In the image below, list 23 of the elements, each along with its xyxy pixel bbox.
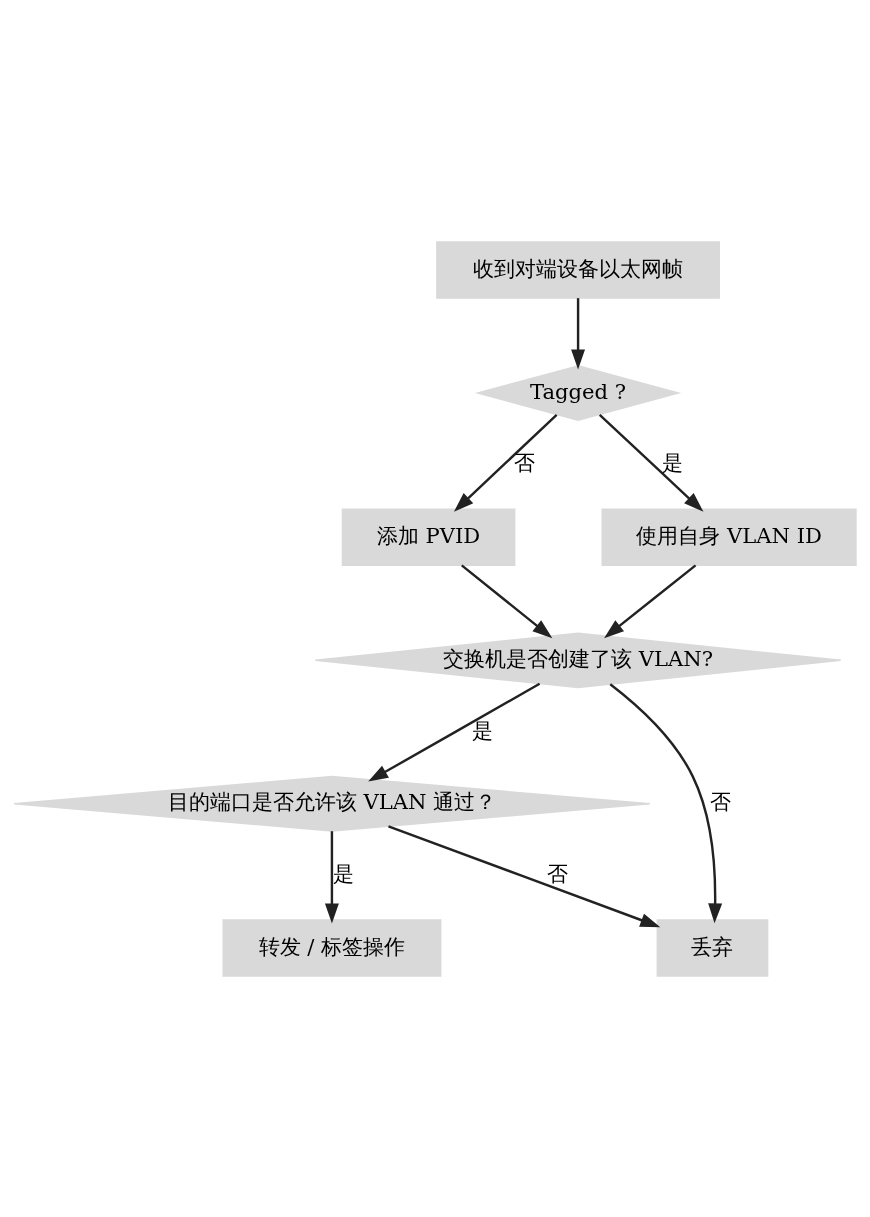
node-box: 丢弃 [656,918,769,977]
edge-label: 是 [471,717,493,743]
edge-label: 是 [332,860,354,886]
node-box: 添加 PVID [341,508,516,566]
node-box: 使用自身 VLAN ID [601,508,857,566]
node-box: 收到对端设备以太网帧 [436,240,721,299]
arrow [609,682,723,923]
node-diamond: 交换机是否创建了该 VLAN? [314,631,842,688]
arrow [604,563,697,638]
arrow [368,682,541,782]
arrow [388,824,661,927]
node-diamond: Tagged ? [474,364,682,421]
edge-label: 否 [513,449,535,475]
edge-label: 否 [547,860,569,886]
arrow [324,830,339,923]
arrow [598,413,704,512]
edge-label: 否 [710,788,732,814]
arrow [453,413,558,512]
edge-label: 是 [661,449,683,475]
node-box: 转发 / 标签操作 [222,918,442,977]
arrow [571,297,586,369]
arrow [461,563,553,638]
node-diamond: 目的端口是否允许该 VLAN 通过？ [13,775,651,832]
